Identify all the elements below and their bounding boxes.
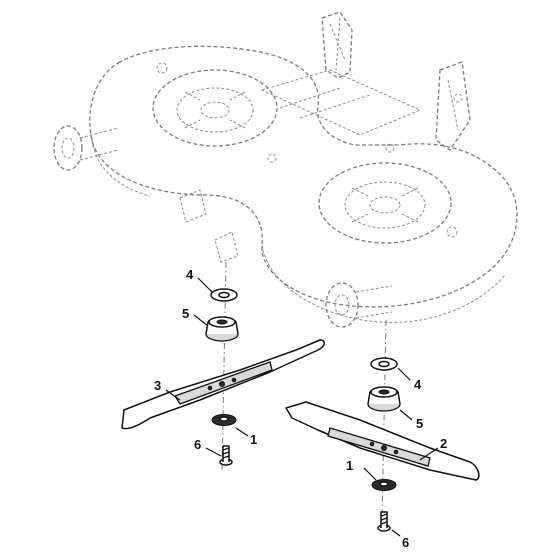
right-blade-assembly [285,357,480,532]
left-blade-assembly [121,288,325,466]
callout-washer-left: 4 [186,267,194,282]
callout-bolt-left: 6 [194,437,201,452]
callout-bolt-right: 6 [402,535,409,550]
blade-adapter-left [205,316,239,342]
blade-right [285,401,480,481]
callout-spacer-left: 1 [250,432,257,447]
mower-deck [53,11,518,328]
callout-spacer-right: 1 [346,458,353,473]
callout-adapter-left: 5 [182,306,189,321]
blade-adapter-right [367,386,401,412]
leader-lines [165,277,439,537]
callout-blade-left: 3 [154,378,161,393]
spacer-left [211,414,237,426]
callout-adapter-right: 5 [416,416,423,431]
callouts: 4 5 3 6 1 4 5 2 1 6 [154,267,447,550]
callout-washer-right: 4 [414,377,422,392]
spindle-axes [221,261,387,521]
bolt-left [219,445,233,466]
blade-left [121,339,325,430]
washer-right [370,357,398,371]
callout-blade-right: 2 [440,436,447,451]
bolt-right [377,511,391,532]
washer-left [210,288,238,302]
spacer-right [371,479,397,491]
